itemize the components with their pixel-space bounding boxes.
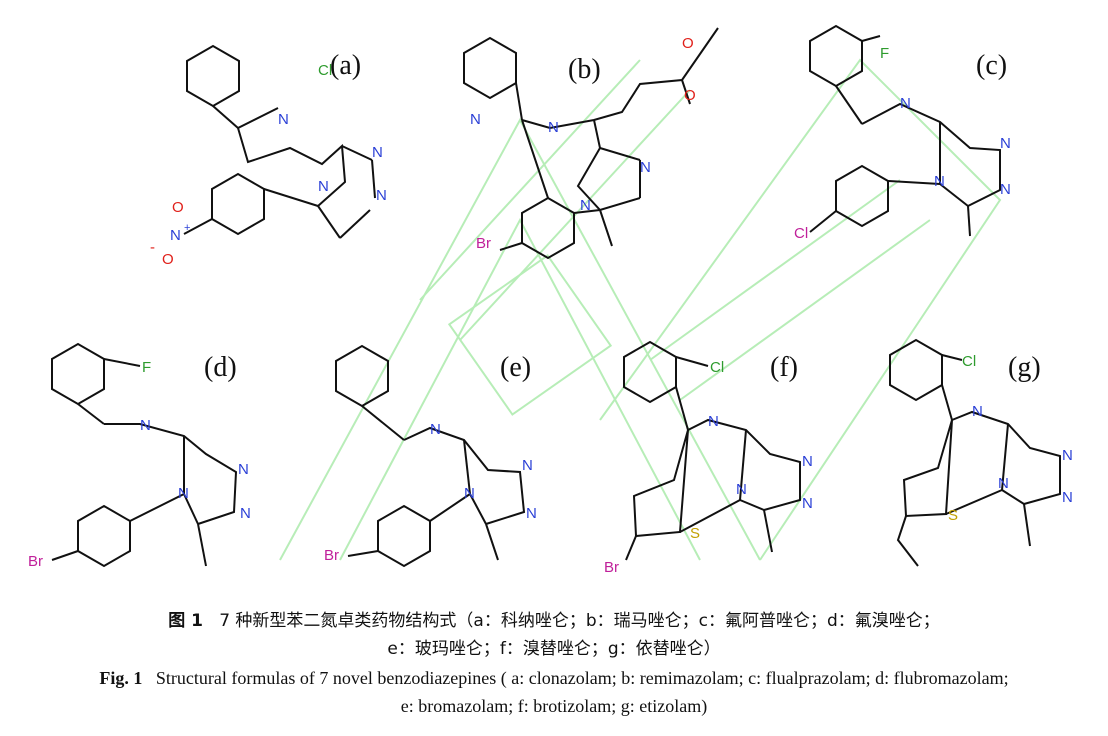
caption-en-prefix: Fig. 1 bbox=[99, 668, 143, 688]
molecule-f-azepine-n: N bbox=[708, 413, 719, 430]
molecule-e-triazole-n3: N bbox=[464, 485, 475, 502]
molecule-a-nitro-plus: + bbox=[184, 222, 190, 234]
molecule-b-imidazole-n1: N bbox=[640, 159, 651, 176]
molecule-b-br-label: Br bbox=[476, 235, 491, 252]
molecule-d-triazole-n2: N bbox=[240, 505, 251, 522]
molecule-g-triazole-n3: N bbox=[998, 475, 1009, 492]
molecule-f-triazole-n2: N bbox=[802, 495, 813, 512]
molecule-c-triazole-n2: N bbox=[1000, 181, 1011, 198]
molecule-g-cl-label: Cl bbox=[962, 353, 976, 370]
molecule-a-azepine-n: N bbox=[278, 111, 289, 128]
molecule-a-triazole-n3: N bbox=[318, 178, 329, 195]
molecule-d-f-label: F bbox=[142, 359, 151, 376]
molecule-c-f-label: F bbox=[880, 45, 889, 62]
caption-cn-line2: e：玻玛唑仑；f：溴替唑仑；g：依替唑仑） bbox=[387, 639, 721, 659]
molecule-d-br-label: Br bbox=[28, 553, 43, 570]
molecule-b-ester-o1: O bbox=[682, 35, 694, 52]
molecule-d bbox=[51, 343, 238, 567]
molecule-b-imidazole-n2: N bbox=[580, 197, 591, 214]
molecule-g-s-label: S bbox=[948, 507, 958, 524]
molecule-e-br-label: Br bbox=[324, 547, 339, 564]
watermark bbox=[279, 58, 1002, 561]
molecule-e-azepine-n: N bbox=[430, 421, 441, 438]
molecule-f-triazole-n3: N bbox=[736, 481, 747, 498]
molecule-g-triazole-n1: N bbox=[1062, 447, 1073, 464]
caption-en-text1: Structural formulas of 7 novel benzodiaz… bbox=[155, 668, 1009, 688]
molecule-e-triazole-n1: N bbox=[522, 457, 533, 474]
panel-label-b: (b) bbox=[568, 54, 601, 85]
molecule-e-triazole-n2: N bbox=[526, 505, 537, 522]
molecule-a-triazole-n2: N bbox=[376, 187, 387, 204]
caption-cn-text1: 7 种新型苯二氮卓类药物结构式（a：科纳唑仑；b：瑞马唑仑；c：氟阿普唑仑；d：… bbox=[219, 611, 940, 631]
panel-label-c: (c) bbox=[976, 50, 1007, 81]
molecule-f-s-label: S bbox=[690, 525, 700, 542]
molecule-f-br-label: Br bbox=[604, 559, 619, 576]
molecule-g-azepine-n: N bbox=[972, 403, 983, 420]
caption-en-line2: e: bromazolam; f: brotizolam; g: etizola… bbox=[400, 696, 708, 716]
panel-label-g: (g) bbox=[1008, 352, 1041, 383]
molecule-c-triazole-n3: N bbox=[934, 173, 945, 190]
molecule-b bbox=[463, 27, 719, 259]
molecule-e bbox=[335, 345, 526, 567]
molecule-b-pyridine-n: N bbox=[470, 111, 481, 128]
molecule-b-ester-o2: O bbox=[684, 87, 696, 104]
molecule-c-cl-label: Cl bbox=[794, 225, 808, 242]
molecule-a bbox=[183, 45, 376, 239]
molecule-f bbox=[623, 341, 801, 561]
molecule-g bbox=[889, 339, 1061, 567]
caption-cn-line1: 图 1 7 种新型苯二氮卓类药物结构式（a：科纳唑仑；b：瑞马唑仑；c：氟阿普唑… bbox=[0, 606, 1108, 631]
molecule-f-cl-label: Cl bbox=[710, 359, 724, 376]
molecule-g-triazole-n2: N bbox=[1062, 489, 1073, 506]
caption-en-line1: Fig. 1 Structural formulas of 7 novel be… bbox=[0, 668, 1108, 689]
molecule-a-triazole-n1: N bbox=[372, 144, 383, 161]
molecule-a-cl-label: Cl bbox=[318, 62, 332, 79]
panel-label-f: (f) bbox=[770, 352, 798, 383]
molecule-canvas: Cl N N N N N + O O - (a) N N N N O O Br … bbox=[28, 25, 1073, 576]
panel-label-a: (a) bbox=[330, 50, 361, 81]
molecule-d-triazole-n3: N bbox=[178, 485, 189, 502]
molecule-f-triazole-n1: N bbox=[802, 453, 813, 470]
molecule-a-nitro-o1: O bbox=[172, 199, 184, 216]
molecule-a-nitro-n: N bbox=[170, 227, 181, 244]
panel-label-e: (e) bbox=[500, 352, 531, 383]
molecule-c-triazole-n1: N bbox=[1000, 135, 1011, 152]
molecule-d-azepine-n: N bbox=[140, 417, 151, 434]
molecule-a-nitro-minus: - bbox=[150, 239, 155, 256]
molecule-c-azepine-n: N bbox=[900, 95, 911, 112]
panel-label-d: (d) bbox=[204, 352, 237, 383]
molecule-a-nitro-o2: O bbox=[162, 251, 174, 268]
molecule-d-triazole-n1: N bbox=[238, 461, 249, 478]
caption-cn-prefix: 图 1 bbox=[168, 611, 203, 631]
molecule-c bbox=[809, 25, 1001, 237]
molecule-b-azepine-n: N bbox=[548, 119, 559, 136]
